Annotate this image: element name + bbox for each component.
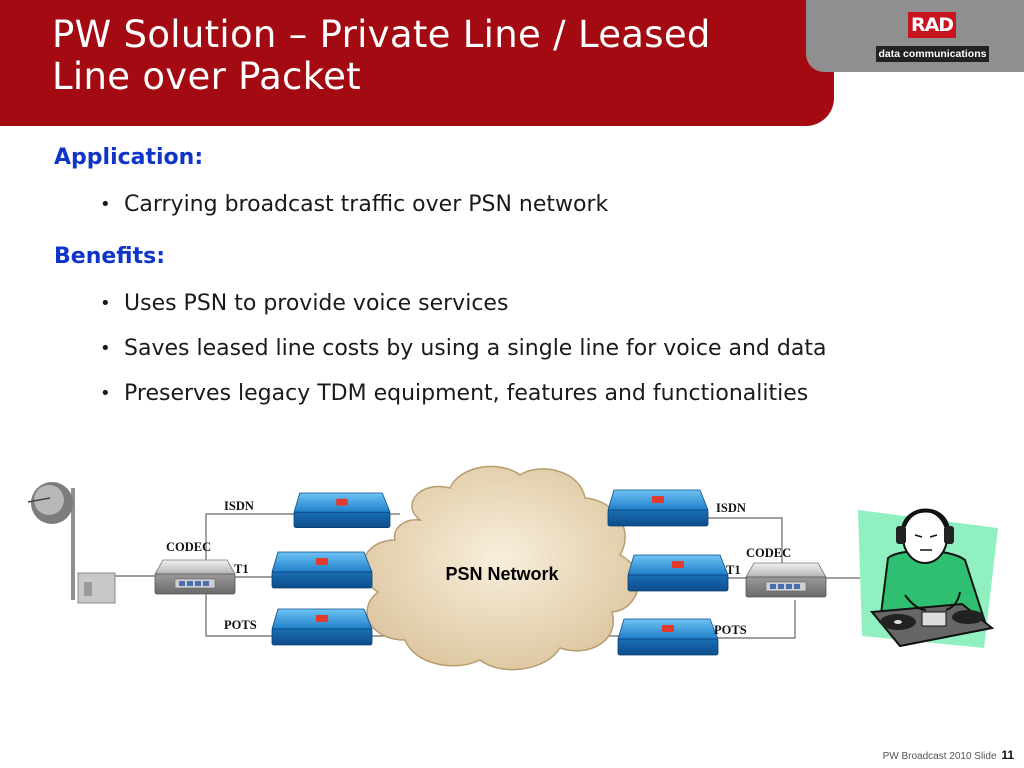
left-pots-label: POTS [224, 618, 257, 632]
benefit-bullet: Uses PSN to provide voice services [100, 290, 826, 318]
left-codec-label: CODEC [166, 540, 211, 554]
slide-title-line-2: Line over Packet [52, 55, 361, 98]
left-pots-device-icon [271, 608, 373, 646]
right-codec-device-icon [745, 562, 827, 598]
left-t1-label: T1 [234, 562, 249, 576]
application-bullet: Carrying broadcast traffic over PSN netw… [100, 191, 608, 219]
left-t1-device-icon [271, 551, 373, 589]
application-heading: Application: [54, 145, 204, 170]
psn-network-label: PSN Network [445, 564, 559, 584]
footer-text: PW Broadcast 2010 Slide [882, 751, 997, 762]
slide-title-line-1: PW Solution – Private Line / Leased [52, 13, 711, 56]
right-pots-label: POTS [714, 623, 747, 637]
right-isdn-device-icon [607, 489, 709, 527]
network-diagram: PSN Network ISDN CODEC T1 POTS ISDN CODE… [27, 465, 998, 671]
right-codec-label: CODEC [746, 546, 791, 560]
dj-listener-icon [858, 508, 998, 648]
benefits-heading: Benefits: [54, 244, 165, 269]
right-t1-device-icon [627, 554, 729, 592]
left-codec-device-icon [154, 559, 236, 595]
right-isdn-label: ISDN [716, 501, 746, 515]
right-t1-label: T1 [726, 563, 741, 577]
slide-footer: PW Broadcast 2010 Slide 11 [883, 748, 1014, 762]
satellite-dish-icon [27, 482, 116, 604]
logo-subtitle: data communications [876, 46, 989, 62]
psn-cloud [361, 465, 639, 671]
left-isdn-device-icon [293, 492, 391, 529]
rad-logo: RAD [908, 12, 956, 38]
benefit-bullet: Preserves legacy TDM equipment, features… [100, 380, 826, 408]
slide-number: 11 [1001, 748, 1014, 762]
left-isdn-label: ISDN [224, 499, 254, 513]
benefits-list: Uses PSN to provide voice services Saves… [100, 290, 826, 425]
benefit-bullet: Saves leased line costs by using a singl… [100, 335, 826, 363]
right-pots-device-icon [617, 618, 719, 656]
application-list: Carrying broadcast traffic over PSN netw… [100, 191, 608, 236]
